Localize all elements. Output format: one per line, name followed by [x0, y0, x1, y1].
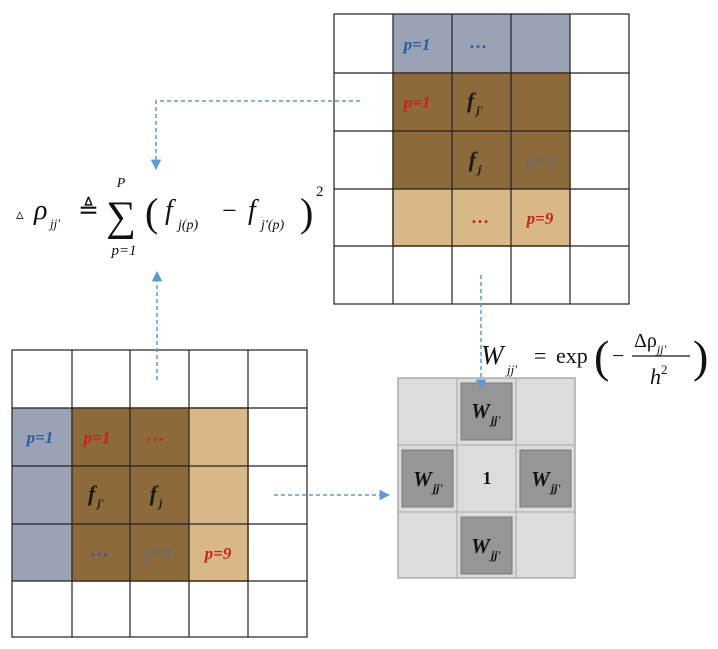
- formula-w-rparen: ): [693, 331, 708, 382]
- formula-rho: ▵ ρ jj' ≜ P ∑ p=1 ( f j(p) − f j'(p) ) 2: [16, 176, 324, 259]
- formula-rho-f1: f: [165, 195, 176, 226]
- formula-w-subscript: jj': [505, 362, 517, 377]
- weight-cell-bottom: [460, 516, 513, 575]
- top-grid-lines: [333, 13, 630, 305]
- formula-rho-f2-subscript: j'(p): [259, 218, 285, 233]
- bottom-grid-blue-column: [12, 408, 72, 581]
- formula-w-equals: =: [534, 343, 546, 368]
- weight-center-label: 1: [483, 468, 492, 488]
- formula-sum-upper: P: [116, 176, 126, 191]
- weight-label-bottom: Wjj': [471, 534, 501, 562]
- weight-cell-right: [519, 449, 572, 508]
- bottom-grid-lines: [11, 349, 308, 638]
- formula-rho-symbol: ρ: [33, 195, 47, 226]
- formula-w-minus: −: [612, 343, 624, 368]
- top-dots-red-label: …: [471, 207, 489, 227]
- formula-w: W jj' = exp ( − Δρjj' h2 ): [481, 330, 708, 389]
- top-p1-blue-label: p=1: [402, 35, 431, 54]
- formula-sum-symbol: ∑: [106, 194, 136, 240]
- bottom-p1-red-label: p=1: [82, 428, 111, 447]
- formula-rho-rparen: ): [300, 190, 313, 235]
- formula-w-lparen: (: [594, 331, 609, 382]
- top-grid-light-row: [393, 189, 570, 246]
- formula-rho-f1-subscript: j(p): [176, 218, 199, 233]
- bottom-dots-blue-label: …: [90, 540, 108, 560]
- formula-rho-lparen: (: [145, 190, 158, 235]
- arrows: [150, 100, 487, 501]
- formula-w-denominator: h2: [650, 362, 668, 389]
- formula-rho-power: 2: [316, 184, 324, 200]
- weights-grid: Wjj' Wjj' 1 Wjj' Wjj': [397, 377, 576, 579]
- weight-cell-top: [460, 382, 513, 441]
- formula-rho-minus: −: [222, 196, 237, 225]
- top-p1-red-label: p=1: [402, 93, 431, 112]
- weight-label-left: Wjj': [413, 467, 443, 495]
- bottom-p9-red-label: p=9: [203, 544, 232, 563]
- top-grid-blue-row: [393, 14, 570, 73]
- formula-rho-subscript: jj': [48, 216, 60, 231]
- formula-rho-delta: ▵: [16, 207, 24, 223]
- arrow-top-grid-to-formula: [150, 100, 360, 171]
- formula-w-numerator: Δρjj': [634, 330, 667, 356]
- weights-grid-lines: [398, 378, 575, 578]
- bottom-grid-light-column: [189, 408, 248, 581]
- weight-label-top: Wjj': [471, 399, 501, 427]
- weight-label-right: Wjj': [531, 467, 561, 495]
- bottom-p1-blue-label: p=1: [25, 428, 54, 447]
- weight-cell-left: [401, 449, 454, 508]
- formula-w-symbol: W: [481, 340, 506, 370]
- formula-defeq-symbol: ≜: [78, 196, 99, 224]
- top-dots-blue-label: …: [469, 32, 487, 52]
- formula-w-exp: exp: [556, 343, 588, 368]
- formula-sum-lower: p=1: [110, 243, 136, 259]
- bottom-p9-gray-label: p=9: [143, 543, 172, 562]
- formula-rho-f2: f: [248, 195, 259, 226]
- top-p9-red-label: p=9: [525, 209, 554, 228]
- top-p9-gray-label: p=9: [525, 151, 554, 170]
- bottom-dots-red-label: …: [146, 425, 164, 445]
